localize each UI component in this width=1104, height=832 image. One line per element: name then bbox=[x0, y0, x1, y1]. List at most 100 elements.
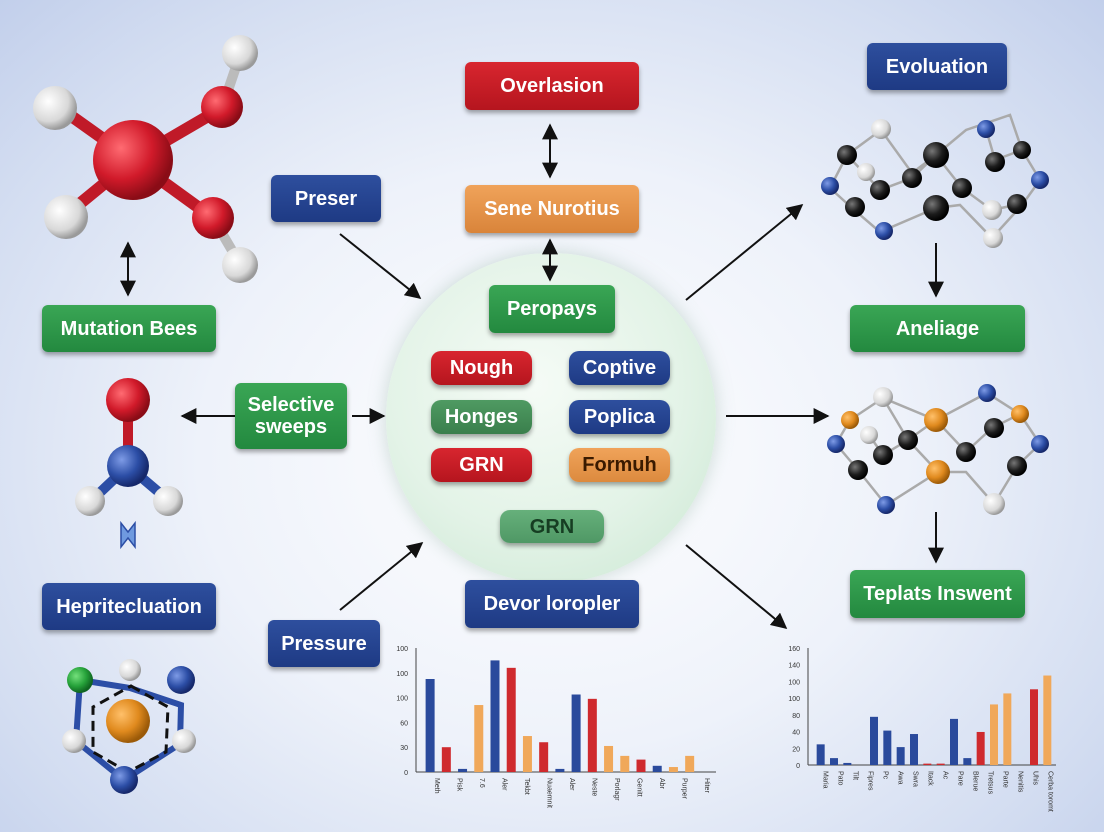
label-pressure: Pressure bbox=[268, 620, 380, 667]
x-tick-label: Neste bbox=[590, 778, 597, 796]
bar bbox=[950, 718, 958, 765]
label-preser: Preser bbox=[271, 175, 381, 222]
bar bbox=[816, 744, 825, 765]
y-tick-label: 100 bbox=[788, 696, 800, 703]
y-tick-label: 100 bbox=[396, 671, 408, 678]
bar bbox=[936, 763, 945, 765]
label-devor-loropler: Devor loropler bbox=[465, 580, 639, 628]
bar bbox=[843, 762, 852, 765]
x-tick-label: Purper bbox=[680, 778, 687, 800]
x-tick-label: Parte bbox=[1002, 771, 1009, 788]
pill-formuh: Formuh bbox=[569, 448, 670, 482]
x-tick-label: Aler bbox=[568, 778, 575, 791]
y-tick-label: 160 bbox=[788, 646, 800, 653]
x-tick-label: Fipres bbox=[867, 771, 874, 791]
x-tick-label: Tretsus bbox=[987, 771, 994, 795]
bar bbox=[668, 767, 678, 772]
bar bbox=[1003, 693, 1012, 765]
pill-poplica: Poplica bbox=[569, 400, 670, 434]
label-mutation-bees: Mutation Bees bbox=[42, 305, 216, 352]
bar bbox=[870, 716, 878, 765]
connector-arrows bbox=[120, 123, 944, 630]
bar bbox=[458, 768, 468, 772]
x-tick-label: Aler bbox=[501, 778, 508, 791]
pill-nough: Nough bbox=[431, 351, 532, 385]
label-hepritecluation: Hepritecluation bbox=[42, 583, 216, 630]
bar bbox=[571, 694, 581, 772]
bar bbox=[522, 736, 532, 772]
bar bbox=[506, 667, 516, 772]
bar bbox=[474, 705, 484, 772]
x-tick-label: Maria bbox=[822, 771, 829, 789]
bar bbox=[1043, 675, 1052, 765]
x-tick-label: Pisk bbox=[456, 778, 463, 792]
y-tick-label: 100 bbox=[788, 679, 800, 686]
arrow-preser-hub bbox=[339, 233, 422, 299]
y-tick-label: 80 bbox=[792, 713, 800, 720]
x-tick-label: Nenitis bbox=[1017, 771, 1024, 793]
bar bbox=[604, 745, 614, 772]
y-tick-label: 40 bbox=[792, 730, 800, 737]
network-middle-right bbox=[827, 384, 1049, 515]
bar bbox=[976, 731, 985, 765]
label-overlasion: Overlasion bbox=[465, 62, 639, 110]
x-tick-label: Uhis bbox=[1032, 771, 1039, 786]
label-peropays: Peropays bbox=[489, 285, 615, 333]
x-tick-label: Genitt bbox=[635, 778, 642, 797]
x-tick-label: Blerue bbox=[972, 771, 979, 791]
x-tick-label: Hiter bbox=[703, 778, 710, 793]
x-tick-label: Pare bbox=[957, 771, 964, 786]
pill-grn-bottom: GRN bbox=[500, 510, 604, 543]
y-tick-label: 140 bbox=[788, 663, 800, 670]
x-tick-label: Awa bbox=[897, 771, 904, 785]
arrow-hub-evoluation bbox=[685, 203, 804, 301]
bar bbox=[539, 742, 549, 772]
x-tick-label: Tekbt bbox=[523, 778, 530, 795]
y-tick-label: 0 bbox=[796, 763, 800, 770]
x-tick-label: Pc bbox=[882, 771, 889, 780]
bar bbox=[896, 747, 905, 765]
y-tick-label: 60 bbox=[400, 720, 408, 727]
x-tick-label: 7.6 bbox=[478, 778, 485, 788]
label-evoluation: Evoluation bbox=[867, 43, 1007, 90]
bar bbox=[923, 763, 932, 765]
bar bbox=[490, 660, 500, 772]
bar bbox=[555, 768, 565, 772]
pill-grn: GRN bbox=[431, 448, 532, 482]
molecule-bottom-left bbox=[62, 659, 196, 794]
bar bbox=[425, 679, 435, 772]
y-tick-label: 20 bbox=[792, 746, 800, 753]
network-top-right bbox=[821, 113, 1049, 248]
label-teplats-inswent: Teplats Inswent bbox=[850, 570, 1025, 618]
x-tick-label: Abr bbox=[658, 778, 665, 790]
y-tick-label: 30 bbox=[400, 745, 408, 752]
y-tick-label: 100 bbox=[396, 696, 408, 703]
x-tick-label: Pato bbox=[837, 771, 844, 786]
bar bbox=[441, 747, 451, 772]
pill-honges: Honges bbox=[431, 400, 532, 434]
x-tick-label: Porlagr bbox=[613, 778, 620, 801]
x-tick-label: Swra bbox=[912, 771, 919, 787]
bar bbox=[1030, 689, 1038, 765]
label-sene-nurotius: Sene Nurotius bbox=[465, 185, 639, 233]
y-tick-label: 0 bbox=[404, 770, 408, 777]
x-tick-label: Tilt bbox=[852, 771, 859, 780]
bar bbox=[830, 758, 838, 765]
x-tick-label: Itack bbox=[927, 771, 934, 786]
bar bbox=[963, 758, 972, 765]
label-aneliage: Aneliage bbox=[850, 305, 1025, 352]
bar bbox=[883, 730, 892, 765]
bar bbox=[652, 765, 662, 772]
bar bbox=[990, 704, 998, 765]
x-tick-label: Meth bbox=[433, 778, 440, 794]
bar bbox=[685, 755, 695, 772]
bar bbox=[910, 734, 918, 765]
bar bbox=[587, 698, 597, 772]
arrow-pressure-hub bbox=[339, 541, 424, 611]
bar bbox=[620, 755, 630, 772]
x-tick-label: Nuaemnit bbox=[546, 778, 553, 808]
bar bbox=[636, 759, 646, 772]
